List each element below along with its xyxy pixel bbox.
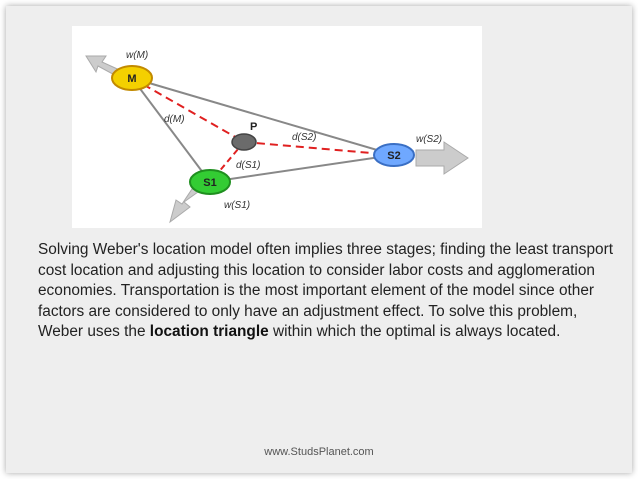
node-m-label: M: [127, 73, 136, 85]
distance-label-s1: d(S1): [236, 160, 260, 171]
edge-m-s1: [131, 77, 211, 183]
node-s1: [189, 169, 231, 195]
distance-line-m: [131, 77, 245, 143]
weight-label-s2: w(S2): [416, 134, 442, 145]
edge-m-s2: [131, 77, 395, 156]
body-paragraph: Solving Weber's location model often imp…: [38, 240, 618, 343]
node-s2-label: S2: [387, 150, 400, 162]
footer-website: www.StudsPlanet.com: [264, 446, 374, 458]
slide-panel: M P S1 S2 w(M) w(S2) w(S1) d(M) d(S2) d(…: [6, 6, 632, 473]
node-p-label: P: [250, 121, 257, 133]
distance-label-m: d(M): [164, 114, 185, 125]
edge-s1-s2: [209, 154, 395, 183]
body-text-outro: within which the optimal is always locat…: [268, 323, 561, 340]
weight-arrow-s2: [415, 141, 469, 175]
weight-label-m: w(M): [126, 50, 148, 61]
weight-label-s1: w(S1): [224, 200, 250, 211]
node-s1-label: S1: [203, 177, 216, 189]
diagram-svg: M P S1 S2 w(M) w(S2) w(S1) d(M) d(S2) d(…: [85, 50, 469, 224]
body-text-emphasis: location triangle: [149, 323, 269, 340]
node-p: [231, 133, 257, 151]
weight-arrow-s1: [169, 185, 199, 224]
node-s2: [373, 143, 415, 167]
distance-label-s2: d(S2): [292, 132, 316, 143]
body-text-intro: Solving Weber's location model often imp…: [38, 241, 613, 340]
node-m: [111, 65, 153, 91]
location-triangle-diagram: M P S1 S2 w(M) w(S2) w(S1) d(M) d(S2) d(…: [72, 26, 482, 228]
